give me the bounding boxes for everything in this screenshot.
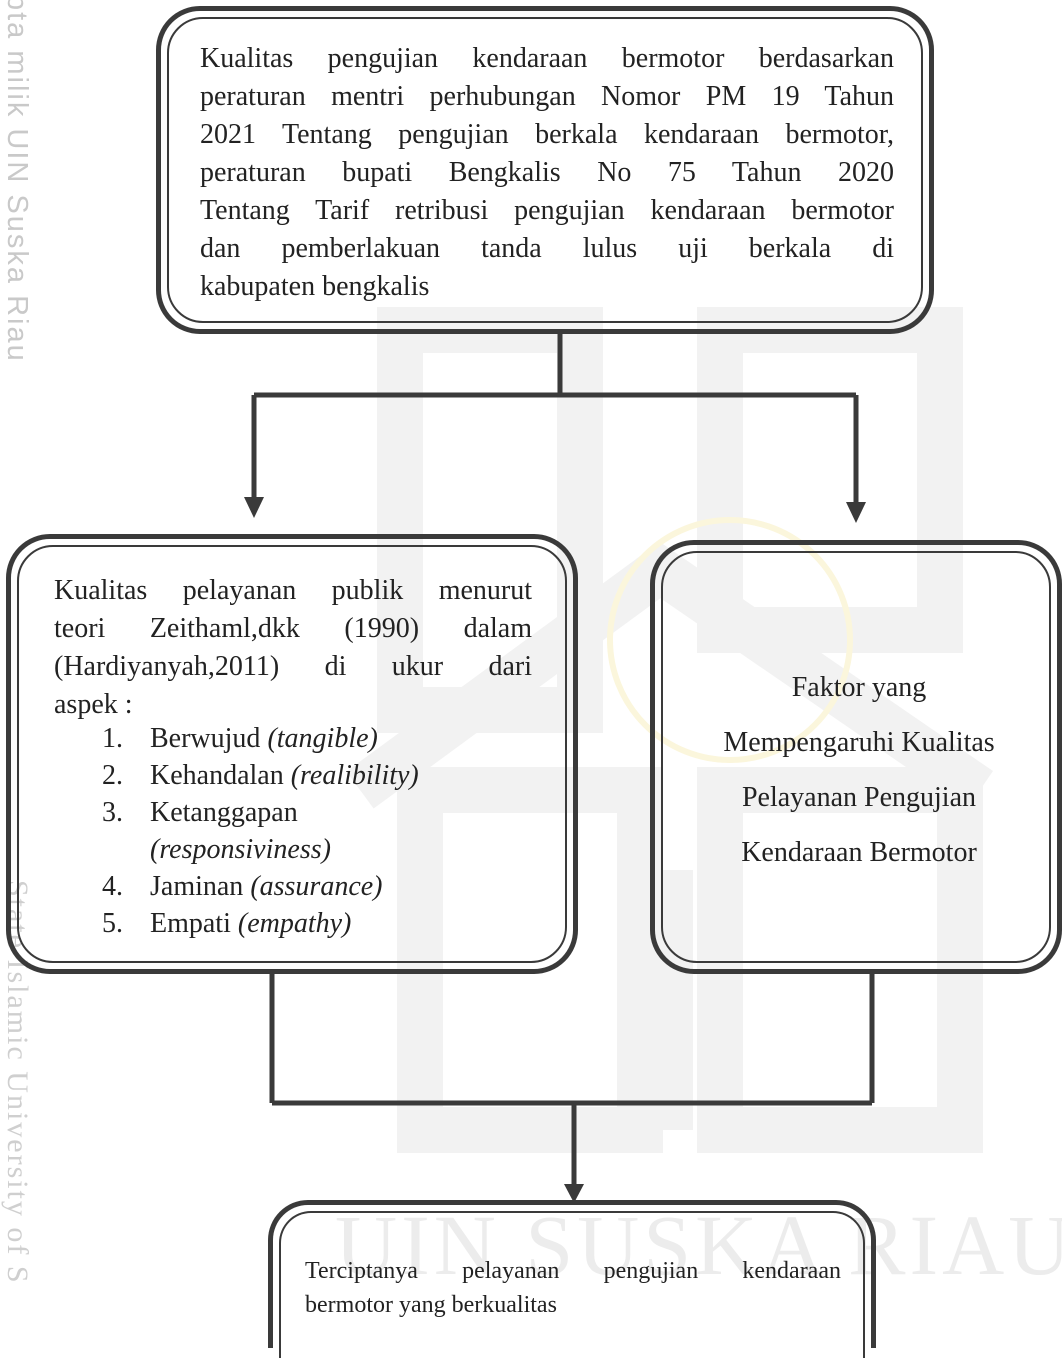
right-line: Kendaraan Bermotor bbox=[741, 837, 977, 868]
bottom-box-text: Terciptanya pelayanan pengujian kendaraa… bbox=[305, 1254, 841, 1322]
arrow-bottom-head bbox=[564, 1184, 584, 1203]
top-line: Kualitas pengujian kendaraan bermotor be… bbox=[200, 43, 894, 74]
top-line: kabupaten bengkalis bbox=[200, 271, 430, 302]
list-item: 4. Jaminan (assurance) bbox=[102, 871, 383, 902]
top-line: 2021 Tentang pengujian berkala kendaraan… bbox=[200, 119, 894, 150]
top-line: peraturan mentri perhubungan Nomor PM 19… bbox=[200, 81, 894, 112]
right-line: Faktor yang bbox=[791, 672, 927, 703]
list-item: 2. Kehandalan (realibility) bbox=[102, 760, 419, 791]
top-box-text: Kualitas pengujian kendaraan bermotor be… bbox=[200, 40, 894, 306]
bottom-line: Terciptanya pelayanan pengujian kendaraa… bbox=[305, 1258, 841, 1284]
right-box bbox=[650, 540, 1062, 974]
top-line: dan pemberlakuan tanda lulus uji berkala… bbox=[200, 233, 894, 264]
right-line: Pelayanan Pengujian bbox=[741, 782, 977, 813]
top-box bbox=[156, 6, 934, 334]
list-item: 1. Berwujud (tangible) bbox=[102, 723, 378, 754]
left-intro-line: aspek : bbox=[54, 689, 133, 720]
left-intro-line: teori Zeithaml,dkk (1990) dalam bbox=[54, 613, 532, 644]
left-intro-line: Kualitas pelayanan publik menurut bbox=[54, 575, 532, 606]
side-watermark-top: pta milik UIN Suska Riau bbox=[1, 0, 33, 363]
bottom-watermark: UIN SUSKA RIAU bbox=[335, 1197, 1062, 1293]
left-box bbox=[6, 534, 578, 974]
left-box-intro: Kualitas pelayanan publik menurut teori … bbox=[54, 572, 532, 724]
bottom-line: bermotor yang berkualitas bbox=[305, 1292, 557, 1318]
aspect-list: 1. Berwujud (tangible) 2. Kehandalan (re… bbox=[102, 720, 419, 942]
right-line: Mempengaruhi Kualitas bbox=[723, 727, 995, 758]
right-box-text: Faktor yang Mempengaruhi Kualitas Pelaya… bbox=[668, 660, 1050, 880]
arrow-left-head bbox=[244, 497, 264, 518]
watermark-logo bbox=[346, 307, 994, 1153]
arrow-right-head bbox=[846, 502, 866, 523]
left-intro-line: (Hardiyanyah,2011) di ukur dari bbox=[54, 651, 532, 682]
list-item: 3. Ketanggapan(responsiviness) bbox=[102, 797, 331, 865]
top-line: Tentang Tarif retribusi pengujian kendar… bbox=[200, 195, 894, 226]
list-item: 5. Empati (empathy) bbox=[102, 908, 352, 939]
top-line: peraturan bupati Bengkalis No 75 Tahun 2… bbox=[200, 157, 894, 188]
bottom-box bbox=[268, 1200, 876, 1358]
